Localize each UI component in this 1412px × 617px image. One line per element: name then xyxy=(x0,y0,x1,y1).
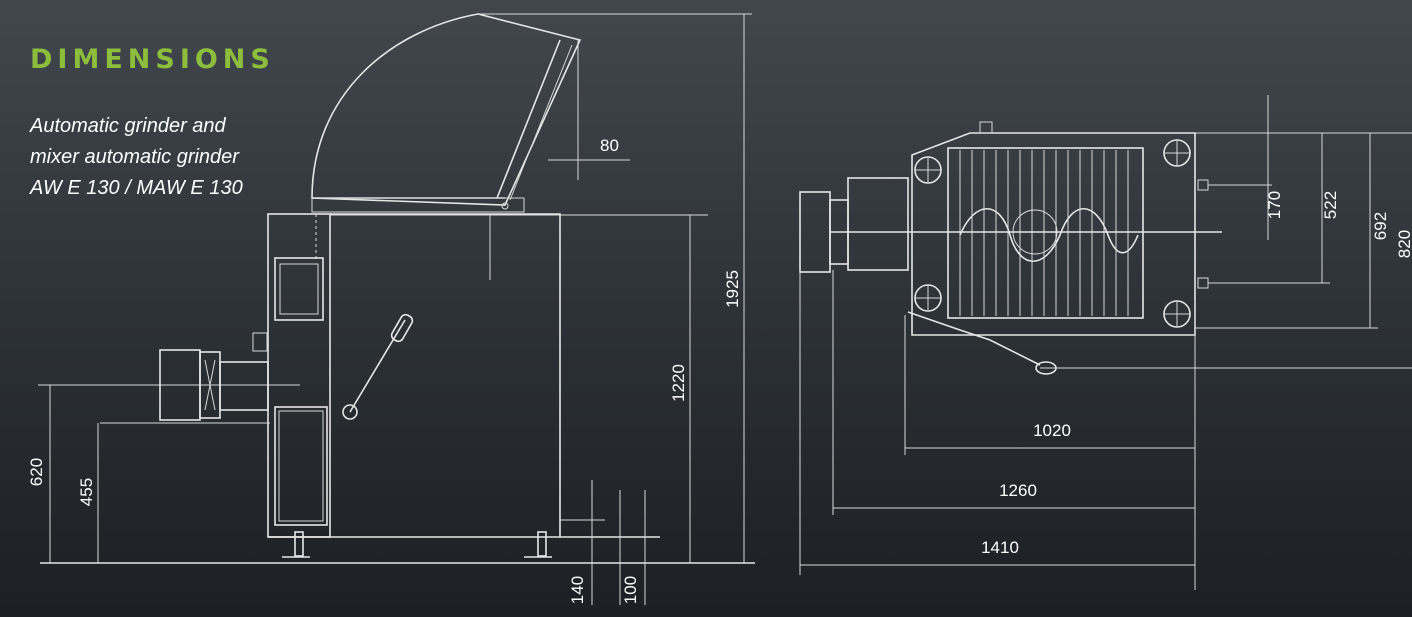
grinder-blade-line xyxy=(204,359,216,411)
lever-arm xyxy=(349,319,406,413)
lid-side-frame xyxy=(496,39,561,199)
lid-hinge-rail xyxy=(311,197,525,213)
foot-stem xyxy=(294,531,304,557)
lid-side-frame-inner xyxy=(509,44,573,201)
dim-100: 100 xyxy=(621,576,640,604)
subtitle-line: Automatic grinder and xyxy=(30,115,226,137)
dim-1020: 1020 xyxy=(1033,421,1071,440)
grinder-housing xyxy=(219,361,269,411)
hopper-frame xyxy=(947,147,1144,319)
foot-stem xyxy=(537,531,547,557)
dim-1925: 1925 xyxy=(723,270,742,308)
control-screen xyxy=(274,257,324,321)
switch-box xyxy=(252,332,268,352)
dim-170: 170 xyxy=(1265,191,1284,219)
side-view: 1925 1220 620 455 80 140 100 xyxy=(27,13,755,605)
dim-80: 80 xyxy=(600,136,619,155)
dim-620: 620 xyxy=(27,458,46,486)
top-lever xyxy=(907,311,1041,366)
top-lug xyxy=(979,121,993,134)
foot-right xyxy=(524,531,552,558)
dim-455: 455 xyxy=(77,478,96,506)
page-title: DIMENSIONS xyxy=(30,44,275,75)
machine-front-panel xyxy=(267,213,331,538)
top-body-outline xyxy=(911,132,1196,336)
product-subtitle: Automatic grinder and mixer automatic gr… xyxy=(30,111,243,204)
mixing-auger xyxy=(959,207,1139,263)
top-view: 170 522 692 820 1020 1260 1410 xyxy=(799,95,1412,590)
foot-left xyxy=(282,531,310,558)
machine-body xyxy=(330,213,561,537)
subtitle-line: mixer automatic grinder xyxy=(30,146,239,168)
top-grinder-housing xyxy=(847,177,909,271)
dim-1410: 1410 xyxy=(981,538,1019,557)
dim-522: 522 xyxy=(1321,191,1340,219)
top-grinder-head xyxy=(799,191,831,273)
lower-door xyxy=(274,406,328,526)
lid-outline xyxy=(311,13,582,206)
lever-pivot xyxy=(342,404,358,420)
control-screen-inner xyxy=(279,263,319,315)
dim-1220: 1220 xyxy=(669,364,688,402)
hopper-grid xyxy=(959,150,1129,316)
dim-820: 820 xyxy=(1395,230,1412,258)
dim-1260: 1260 xyxy=(999,481,1037,500)
lid-hinge-pin xyxy=(501,202,509,210)
lower-door-inner xyxy=(278,410,324,522)
dim-140: 140 xyxy=(568,576,587,604)
lever-handle xyxy=(390,313,414,343)
subtitle-line: AW E 130 / MAW E 130 xyxy=(30,177,243,199)
dim-692: 692 xyxy=(1371,212,1390,240)
